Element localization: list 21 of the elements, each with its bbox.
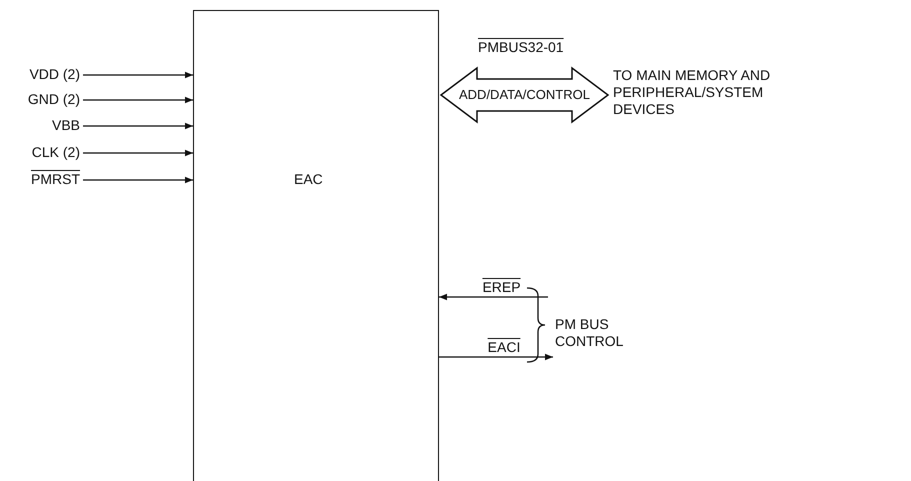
figure-id: PMBUS32-01	[478, 39, 565, 56]
signal-label: GND (2)	[28, 91, 80, 108]
signal-label: EACI	[486, 339, 522, 356]
block-box	[193, 10, 439, 481]
signal-label: VDD (2)	[29, 66, 80, 83]
arrow	[439, 294, 548, 300]
arrow	[83, 72, 193, 78]
signal-label: TO MAIN MEMORY AND PERIPHERAL/SYSTEM DEVICES	[613, 67, 772, 118]
signal-label: PMRST	[31, 171, 80, 188]
arrow	[83, 122, 193, 130]
group-label: PM BUS CONTROL	[555, 316, 624, 350]
arrow	[439, 354, 553, 360]
block-label: EAC	[294, 171, 323, 188]
signal-label: CLK (2)	[32, 144, 80, 161]
bus-arrow	[440, 66, 610, 124]
arrow	[83, 96, 193, 104]
signal-label: VBB	[52, 117, 80, 134]
edge-label: ADD/DATA/CONTROL	[458, 86, 591, 103]
signal-label: EREP	[481, 279, 522, 296]
arrow	[83, 176, 193, 184]
arrow	[83, 150, 193, 156]
